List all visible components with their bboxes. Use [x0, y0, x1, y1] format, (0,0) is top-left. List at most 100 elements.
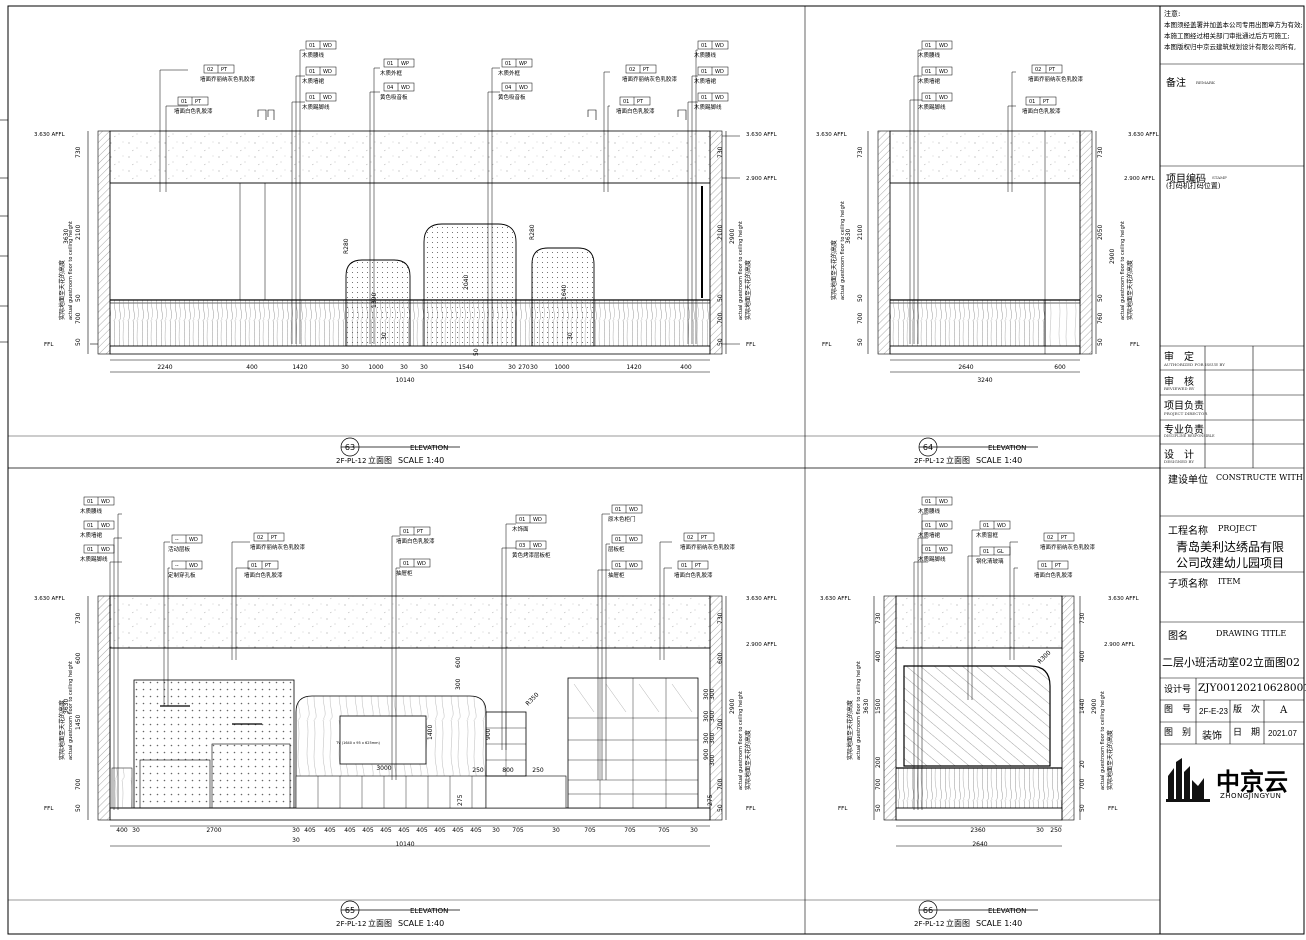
dim-65-inner: 275	[707, 794, 714, 806]
drawing-title-en: DRAWING TITLE	[1216, 629, 1287, 638]
level-ceiling: 3.630 AFFL	[1108, 596, 1140, 602]
material-code: --	[175, 563, 179, 569]
material-code: 01	[925, 547, 931, 553]
material-type: PT	[195, 99, 202, 105]
dim-65-sub: 30	[292, 837, 300, 844]
dim-65-inner: 300	[709, 754, 716, 766]
material-desc: 抽屉柜	[396, 569, 413, 577]
skirting	[109, 345, 711, 355]
tag-65-4	[171, 560, 203, 570]
material-desc: 墙面乔丽纳灰色乳胶漆	[250, 543, 306, 551]
category: 装饰	[1202, 731, 1222, 742]
dim-65-left: 1450	[75, 715, 82, 730]
dim-65-bottom: 405	[344, 827, 356, 834]
approval-designed: 设 计	[1164, 450, 1194, 461]
dim-65-bottom: 705	[512, 827, 524, 834]
material-code: 01	[519, 517, 525, 523]
dim-63-bottom: 1540	[458, 364, 473, 371]
dim-65-bottom: 705	[658, 827, 670, 834]
tag-66-0	[921, 496, 953, 506]
side-height-en: actual guestroom floor to ceiling height	[1120, 221, 1126, 320]
dim-63-right-total: 2900	[729, 229, 736, 244]
material-code: 01	[615, 507, 621, 513]
dim-64-right: 50	[1097, 294, 1104, 302]
level-ceiling: 3.630 AFFL	[34, 596, 66, 602]
level-ceiling: 3.630 AFFL	[34, 132, 66, 138]
material-desc: 木质踢脚线	[302, 103, 330, 111]
side-height-cn: 实际地面至天花的高度	[58, 700, 66, 760]
material-code: 01	[251, 563, 257, 569]
material-type: WD	[629, 563, 638, 569]
notes-line-2: 本施工图经过相关部门审批通过后方可施工;	[1164, 32, 1290, 40]
view-number: 65	[345, 906, 355, 915]
dim-63-total: 10140	[395, 377, 414, 384]
view-scale: SCALE 1:40	[976, 456, 1022, 465]
material-type: WD	[101, 523, 110, 529]
dim-63-left: 730	[75, 146, 82, 158]
side-height-cn: 实际地面至天花的高度	[1106, 730, 1114, 790]
dim-65-right: 700	[717, 718, 724, 730]
material-type: WD	[715, 69, 724, 75]
dim-65-right: 730	[717, 612, 724, 624]
material-desc: 木质外框	[498, 69, 521, 77]
view-number: 66	[923, 906, 933, 915]
material-code: 01	[983, 523, 989, 529]
tag-64-4	[1025, 96, 1057, 106]
tv	[339, 715, 427, 765]
material-desc: 木质墙裙	[918, 531, 941, 539]
material-desc: 黄色吸音板	[498, 93, 526, 101]
material-desc: 墙面白色乳胶漆	[1034, 571, 1073, 579]
tag-65-0	[83, 496, 115, 506]
tag-65-15	[677, 560, 709, 570]
material-desc: 木质踢脚线	[918, 103, 946, 111]
dim-65-inner: 300	[709, 710, 716, 722]
level-ceiling: 3.630 AFFL	[1128, 132, 1160, 138]
tag-65-14	[683, 532, 715, 542]
dim-63-bottom: 1000	[554, 364, 569, 371]
material-desc: 木质墙裙	[302, 77, 325, 85]
dim-64-left: 700	[857, 312, 864, 324]
material-type: WD	[939, 69, 948, 75]
tag-63-12	[697, 66, 729, 76]
material-type: WD	[519, 85, 528, 91]
drawing-title-label: 图名	[1168, 631, 1188, 642]
material-code: 01	[681, 563, 687, 569]
view-scale: SCALE 1:40	[398, 919, 444, 928]
material-code: 01	[403, 529, 409, 535]
dim-65-inner: 900	[485, 728, 492, 740]
dim-64-right-total: 2900	[1109, 249, 1116, 264]
ceiling-band	[109, 130, 711, 184]
level-ceiling: 3.630 AFFL	[746, 596, 778, 602]
dim-63-bottom: 30	[400, 364, 408, 371]
material-desc: 木质墙裙	[694, 77, 717, 85]
material-code: 01	[387, 61, 393, 67]
tag-64-1	[921, 66, 953, 76]
tag-66-1	[921, 520, 953, 530]
level-top: 2.900 AFFL	[1124, 176, 1156, 182]
material-type: WD	[715, 43, 724, 49]
level-floor: FFL	[746, 342, 756, 348]
dim-64-bottom: 600	[1054, 364, 1066, 371]
dim-65-bottom: 405	[304, 827, 316, 834]
side-height-cn: 实际地面至天花的高度	[830, 240, 838, 300]
dim-66-right: 700	[1079, 778, 1086, 790]
level-floor: FFL	[746, 806, 756, 812]
arched-panel-left	[345, 259, 411, 347]
client-en: CONSTRUCTE WITH	[1216, 473, 1303, 482]
view-elevation-cn: 立面图	[946, 455, 970, 465]
material-code: 01	[701, 95, 707, 101]
material-type: PT	[417, 529, 424, 535]
dim-65-bottom: 705	[584, 827, 596, 834]
project-name-line1: 青岛美利达绣品有限	[1176, 540, 1285, 554]
approval-authorized-en: AUTHORIZED FOR ISSUE BY	[1164, 362, 1225, 367]
drawing-no-label: 图 号	[1164, 705, 1192, 715]
dim-65-bottom: 405	[470, 827, 482, 834]
material-desc: 木质腰线	[694, 51, 717, 59]
dim-63-bottom: 1420	[292, 364, 307, 371]
level-top: 2.900 AFFL	[746, 176, 778, 182]
material-type: WP	[519, 61, 527, 67]
dim-66-left: 50	[875, 804, 882, 812]
material-code: 02	[687, 535, 693, 541]
project-name-line2: 公司改建幼儿园项目	[1176, 556, 1285, 570]
